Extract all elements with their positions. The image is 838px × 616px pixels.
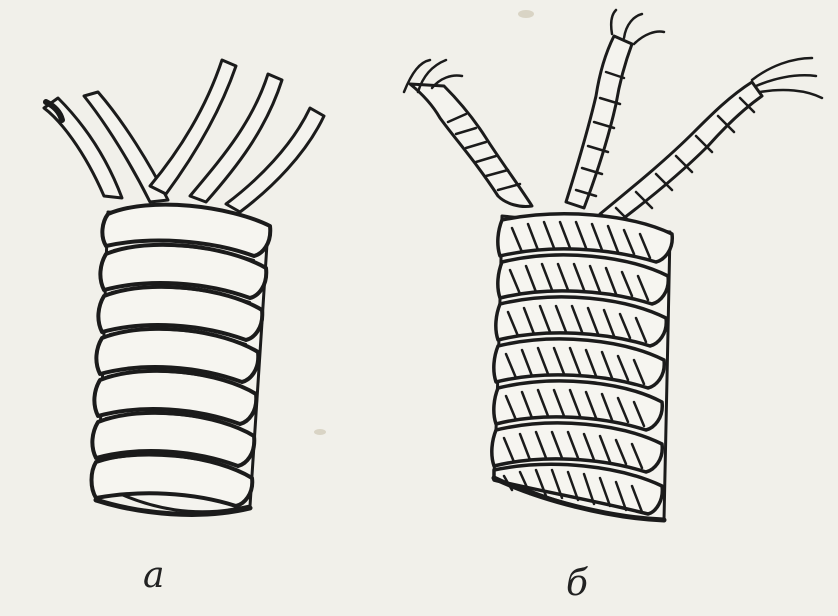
coil-wraps-b	[492, 214, 672, 514]
panel-a-label: а	[143, 558, 164, 594]
rope-end-b	[404, 10, 822, 520]
panel-b-label: б	[566, 566, 588, 602]
loose-strands-a	[44, 60, 324, 212]
rope-end-a	[44, 60, 324, 514]
loose-strands-b	[404, 10, 822, 224]
